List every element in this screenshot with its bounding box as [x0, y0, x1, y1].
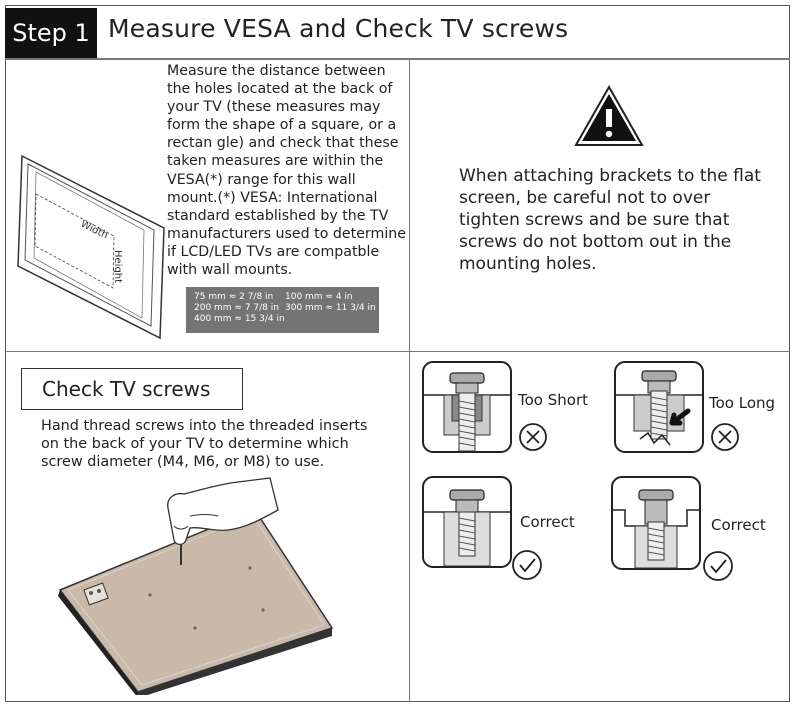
- vesa-pattern: [34, 193, 115, 289]
- hand: [167, 477, 279, 546]
- conversion-row: 400 mm ≈ 15 3/4 in: [194, 314, 285, 324]
- correct-diagram-1: [422, 476, 512, 568]
- middle-divider: [5, 351, 790, 352]
- check-mark-icon: [512, 550, 542, 580]
- correct-label-2: Correct: [711, 516, 766, 534]
- step-badge: Step 1: [5, 8, 97, 58]
- hand-threading-illustration: [58, 477, 334, 695]
- x-mark-icon: [519, 423, 547, 451]
- warning-text: When attaching brackets to the flat scre…: [459, 166, 761, 274]
- check-screws-heading: Check TV screws: [21, 368, 243, 410]
- column-divider: [409, 59, 410, 702]
- ports: [83, 582, 109, 606]
- x-mark-icon: [711, 423, 739, 451]
- check-mark-icon: [703, 551, 733, 581]
- too-short-diagram: [422, 361, 512, 453]
- page-title: Measure VESA and Check TV screws: [108, 14, 569, 43]
- measure-instructions: Measure the distance between the holes l…: [167, 63, 406, 279]
- panel-edge: [58, 590, 138, 695]
- warning-icon: [574, 84, 644, 146]
- header-divider: [5, 58, 790, 60]
- tv-panel: [33, 171, 145, 319]
- check-screws-instructions: Hand thread screws into the threaded ins…: [41, 418, 368, 471]
- arrow-icon: [669, 408, 691, 426]
- too-long-label: Too Long: [709, 394, 776, 412]
- instruction-frame: [5, 5, 790, 702]
- tv-vesa-diagram: Width Height: [17, 154, 165, 340]
- too-long-diagram: [614, 361, 704, 453]
- screw-shaft: [458, 511, 476, 557]
- tv-bezel: [24, 163, 155, 327]
- correct-diagram-2: [611, 476, 701, 570]
- too-short-label: Too Short: [518, 391, 588, 409]
- height-label: Height: [112, 250, 123, 283]
- correct-label-1: Correct: [520, 513, 575, 531]
- tv-outline: [17, 154, 165, 340]
